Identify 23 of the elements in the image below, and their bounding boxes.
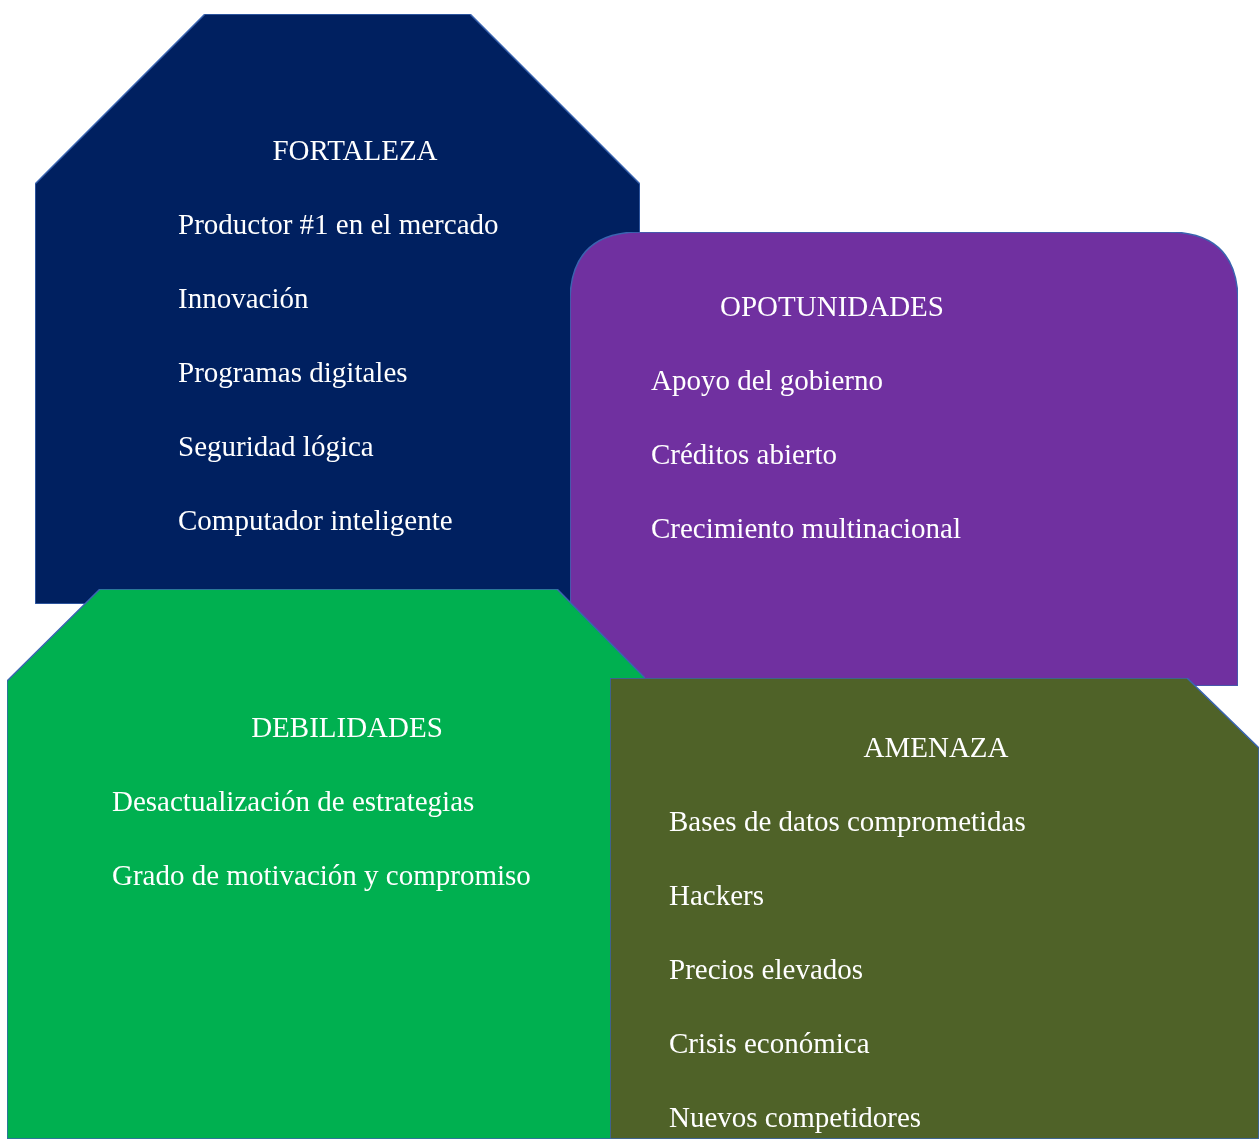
list-item: Hackers <box>669 878 764 913</box>
list-item: Crisis económica <box>669 1026 870 1061</box>
list-item: Productor #1 en el mercado <box>178 207 499 242</box>
list-item: Computador inteligente <box>178 503 453 538</box>
panel-heading: FORTALEZA <box>272 133 438 168</box>
panel-heading: OPOTUNIDADES <box>720 289 944 324</box>
list-item: Seguridad lógica <box>178 429 374 464</box>
list-item: Innovación <box>178 281 309 316</box>
swot-panel <box>7 589 645 1139</box>
list-item: Precios elevados <box>669 952 864 987</box>
list-item: Bases de datos comprometidas <box>669 804 1026 839</box>
list-item: Desactualización de estrategias <box>112 784 475 819</box>
list-item: Programas digitales <box>178 355 408 390</box>
swot-panel <box>610 678 1259 1139</box>
panel-heading: AMENAZA <box>863 730 1009 765</box>
list-item: Créditos abierto <box>651 437 838 472</box>
list-item: Grado de motivación y compromiso <box>112 858 531 893</box>
panel-heading: DEBILIDADES <box>251 710 443 745</box>
swot-panel <box>35 14 640 604</box>
swot-panel <box>570 232 1238 686</box>
list-item: Nuevos competidores <box>669 1100 922 1135</box>
list-item: Crecimiento multinacional <box>651 511 962 546</box>
list-item: Apoyo del gobierno <box>651 363 883 398</box>
